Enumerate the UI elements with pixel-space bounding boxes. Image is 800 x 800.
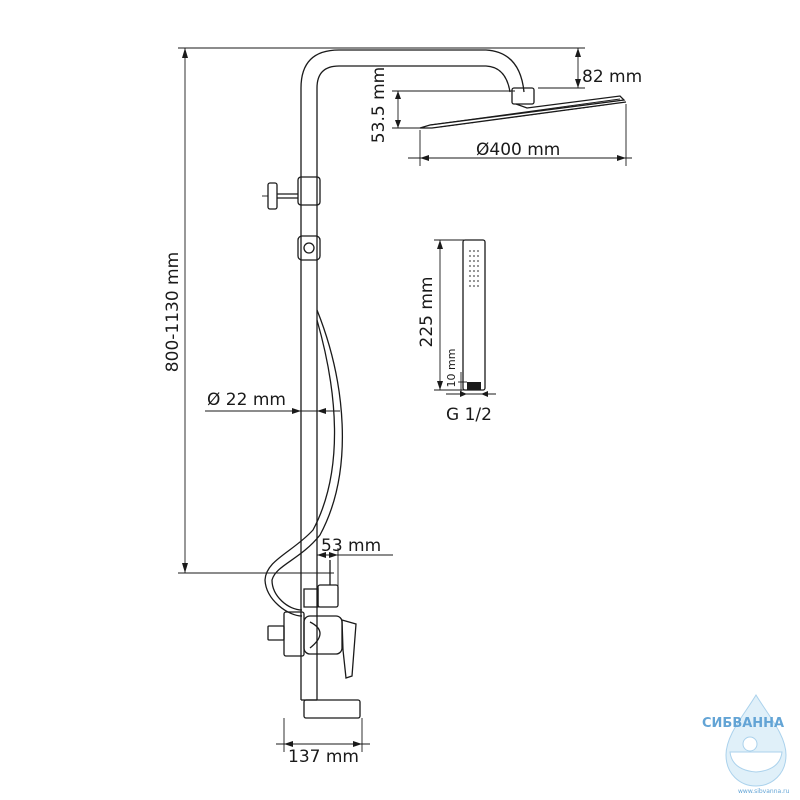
dim-hand-shower-length-label: 225 mm bbox=[417, 277, 437, 348]
shower-head-nozzles bbox=[439, 103, 613, 128]
dim-hand-shower-length bbox=[434, 239, 470, 391]
dim-total-height-label: 800-1130 mm bbox=[163, 252, 183, 372]
hand-shower-nozzles bbox=[469, 250, 479, 290]
rain-shower-head bbox=[419, 95, 627, 129]
watermark-url: www.sibvanna.ru bbox=[738, 788, 790, 795]
dim-mixer-depth-label: 137 mm bbox=[288, 747, 359, 767]
dim-arm-drop bbox=[490, 47, 585, 89]
dim-head-diameter-label: Ø400 mm bbox=[476, 140, 560, 160]
diverter-valve bbox=[262, 176, 321, 210]
dim-head-thickness bbox=[392, 90, 515, 129]
dim-mixer-depth bbox=[276, 718, 370, 752]
watermark-brand: СИБВАННА bbox=[702, 716, 784, 731]
dim-total-height bbox=[178, 47, 490, 574]
dim-hand-shower-thread-label: G 1/2 bbox=[446, 405, 492, 425]
shower-riser bbox=[300, 49, 535, 700]
dim-pipe-diameter bbox=[205, 400, 340, 430]
bath-spout bbox=[301, 699, 361, 719]
dim-arm-drop-label: 82 mm bbox=[582, 67, 642, 87]
mixer-lever bbox=[341, 619, 357, 679]
dim-pipe-diameter-label: Ø 22 mm bbox=[207, 390, 286, 410]
sibvanna-watermark: СИБВАННА www.sibvanna.ru bbox=[702, 694, 790, 795]
face-icon bbox=[742, 736, 758, 752]
bottom-diverter bbox=[303, 560, 339, 608]
dim-hand-shower-neck-label: 10 mm bbox=[445, 349, 458, 388]
dim-bracket-offset-label: 53 mm bbox=[321, 536, 381, 556]
bathtub-icon bbox=[729, 751, 783, 773]
dim-bracket-offset bbox=[317, 548, 393, 586]
slider-holder bbox=[297, 235, 321, 261]
dim-head-diameter bbox=[408, 104, 632, 166]
mixer-body bbox=[267, 611, 343, 657]
shower-hose bbox=[264, 309, 344, 617]
dim-hand-shower-thread bbox=[446, 391, 496, 397]
dim-head-thickness-label: 53.5 mm bbox=[369, 67, 389, 143]
hand-shower bbox=[462, 239, 486, 391]
